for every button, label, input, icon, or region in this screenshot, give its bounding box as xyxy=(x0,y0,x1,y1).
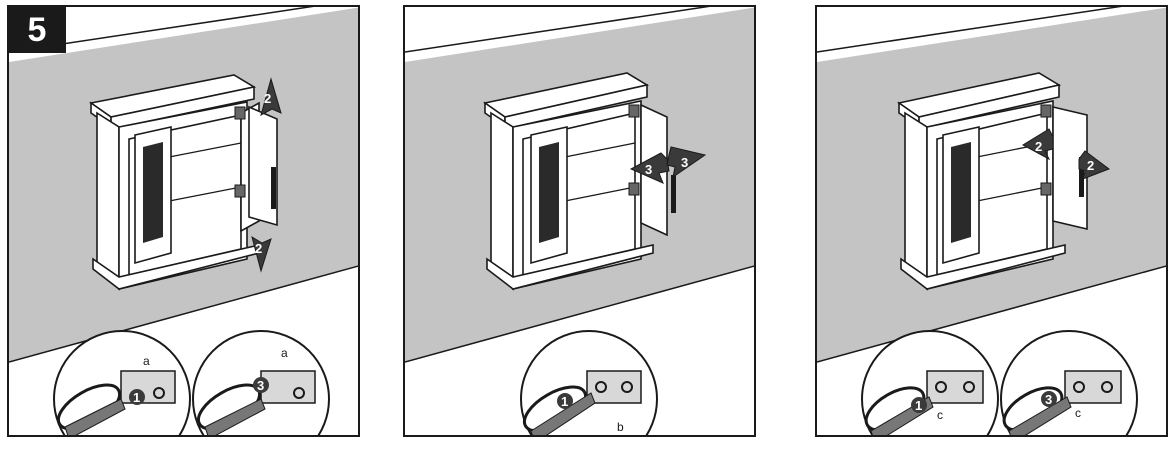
arrow-up-1-label: 2 xyxy=(264,91,271,106)
detail-2-arrow-label: 1 xyxy=(561,394,568,409)
arrow-out-3: 2 xyxy=(1078,150,1111,180)
cabinet xyxy=(88,74,278,291)
detail-circle-1a: 1 a xyxy=(53,330,191,435)
arrow-up-1: 2 xyxy=(260,77,282,117)
arrow-in-3-label: 2 xyxy=(1035,139,1042,154)
panel-2-illustration: 3 3 1 b xyxy=(405,7,754,435)
detail-circle-3a: 1 c xyxy=(861,330,999,435)
arrow-in-3: 2 xyxy=(1021,128,1054,161)
panel-3-illustration: 2 2 1 c 3 c xyxy=(817,7,1166,435)
arrow-down-1: 2 xyxy=(251,235,272,273)
arrow-down-1-label: 2 xyxy=(255,241,262,256)
detail-3b-arrow-label: 3 xyxy=(1045,392,1052,407)
detail-2-letter: b xyxy=(617,420,624,434)
arrow-out-3-label: 2 xyxy=(1087,158,1094,173)
arrow-right-2: 3 xyxy=(666,146,707,179)
step-number-badge: 5 xyxy=(8,7,66,53)
detail-1a-arrow-label: 1 xyxy=(133,390,140,405)
detail-1b-arrow-label: 3 xyxy=(257,378,264,393)
detail-3a-letter: c xyxy=(937,408,943,422)
arrow-left-2: 3 xyxy=(629,152,670,184)
detail-3b-letter: c xyxy=(1075,406,1081,420)
detail-circle-3b: 3 c xyxy=(1000,330,1138,435)
cabinet xyxy=(483,72,676,291)
panel-3: 2 2 1 c 3 c xyxy=(815,5,1168,437)
panel-1-illustration: 2 2 1 a 3 a xyxy=(9,7,358,435)
detail-1a-letter: a xyxy=(143,354,150,368)
arrow-left-2-label: 3 xyxy=(645,162,652,177)
panel-2: 3 3 1 b xyxy=(403,5,756,437)
arrow-right-2-label: 3 xyxy=(681,155,688,170)
panel-1: 2 2 1 a 3 a xyxy=(7,5,360,437)
detail-1b-letter: a xyxy=(281,346,288,360)
detail-circle-2: 1 b xyxy=(520,330,658,435)
detail-3a-arrow-label: 1 xyxy=(915,398,922,413)
detail-circle-1b: 3 a xyxy=(192,330,330,435)
cabinet xyxy=(897,72,1088,291)
